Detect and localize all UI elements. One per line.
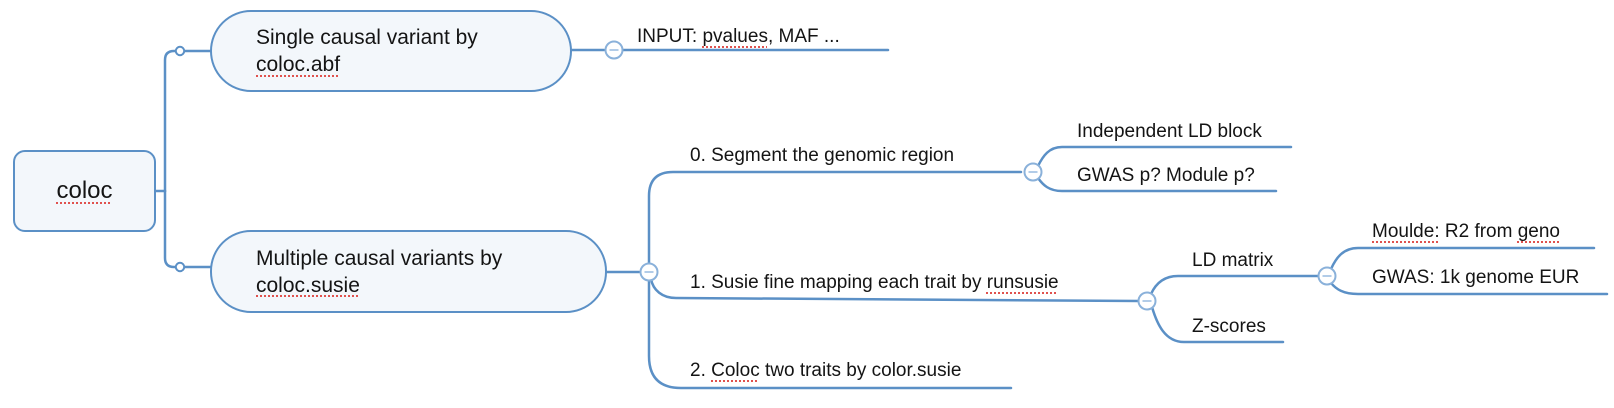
topic-text: two traits by color.susie: [759, 360, 962, 381]
topic-text: GWAS p? Module p?: [1077, 165, 1255, 186]
topic-text: runsusie: [986, 272, 1059, 293]
topic-text: pvalues: [702, 26, 768, 47]
collapse-button[interactable]: [1023, 162, 1043, 182]
branch-point-icon: [174, 261, 186, 273]
topic-text: INPUT:: [637, 26, 703, 47]
connector-to-gwas-1k: [1329, 281, 1609, 296]
topic-segment-genomic-region[interactable]: 0. Segment the genomic region: [690, 145, 954, 167]
topic-text: Z-scores: [1192, 316, 1266, 337]
node-title-line: coloc.susie: [256, 273, 360, 297]
connector-to-segment: [647, 170, 1023, 265]
connector-to-gwas-p: [1036, 176, 1278, 193]
collapse-button[interactable]: [1317, 266, 1337, 286]
topic-text: 0. Segment the genomic region: [690, 145, 955, 166]
topic-independent-ld-block[interactable]: Independent LD block: [1077, 121, 1262, 143]
topic-text: 1. Susie fine mapping each trait by: [690, 272, 987, 293]
node-title-line: Single causal variant by: [256, 26, 478, 49]
root-node-coloc[interactable]: coloc: [13, 150, 156, 232]
connector-to-ld-matrix: [1149, 274, 1320, 296]
connector-to-z-scores: [1150, 305, 1285, 344]
topic-gwas-1k-genome[interactable]: GWAS: 1k genome EUR: [1372, 267, 1579, 289]
topic-text: 2.: [690, 360, 712, 381]
collapse-button[interactable]: [604, 40, 624, 60]
topic-susie-fine-mapping[interactable]: 1. Susie fine mapping each trait by runs…: [690, 272, 1059, 294]
topic-text: geno: [1517, 221, 1561, 242]
topic-input-pvalues[interactable]: INPUT: pvalues, MAF ...: [637, 26, 840, 48]
node-title-line: coloc.abf: [256, 53, 341, 76]
topic-gwas-p-module-p[interactable]: GWAS p? Module p?: [1077, 165, 1255, 187]
connector-to-independent: [1036, 145, 1293, 168]
connector-to-coloc-two: [647, 279, 1013, 390]
topic-text: , MAF ...: [767, 26, 840, 47]
topic-text: GWAS: 1k genome EUR: [1372, 267, 1580, 288]
node-title-line: Multiple causal variants by: [256, 246, 503, 270]
connector-root-to-branch1: [163, 49, 213, 193]
topic-text: Moulde:: [1372, 221, 1440, 242]
node-multiple-causal-variants[interactable]: Multiple causal variants by coloc.susie: [210, 230, 607, 313]
topic-coloc-two-traits[interactable]: 2. Coloc two traits by color.susie: [690, 360, 961, 382]
topic-text: Coloc: [711, 360, 760, 381]
branch-point-icon: [174, 45, 186, 57]
topic-text: Independent LD block: [1077, 121, 1262, 142]
root-node-label: coloc: [56, 177, 113, 204]
connector-to-moulde: [1329, 246, 1596, 271]
topic-moulde-r2[interactable]: Moulde: R2 from geno: [1372, 221, 1560, 243]
topic-text: LD matrix: [1192, 250, 1274, 271]
connector-to-susie: [649, 277, 1141, 303]
connector-root-to-branch2: [163, 189, 213, 269]
topic-z-scores[interactable]: Z-scores: [1192, 316, 1266, 338]
collapse-button[interactable]: [1137, 291, 1157, 311]
node-single-causal-variant[interactable]: Single causal variant by coloc.abf: [210, 10, 572, 92]
collapse-button[interactable]: [639, 262, 659, 282]
topic-ld-matrix[interactable]: LD matrix: [1192, 250, 1273, 272]
topic-text: R2 from: [1439, 221, 1518, 242]
